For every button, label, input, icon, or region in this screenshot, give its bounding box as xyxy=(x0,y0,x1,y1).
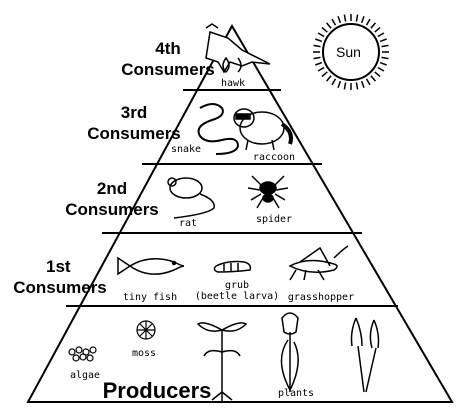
level-ordinal: 3rd xyxy=(120,103,148,122)
grub-label-line2: (beetle larva) xyxy=(194,291,280,302)
sun-ray xyxy=(365,18,371,26)
algae-label: algae xyxy=(69,370,101,381)
raccoon-label: raccoon xyxy=(252,152,296,163)
sun-ray xyxy=(315,61,323,66)
hawk-label: hawk xyxy=(220,78,246,89)
sun-ray xyxy=(379,61,387,66)
plants-label: plants xyxy=(277,388,315,399)
third-consumers-label: 3rd Consumers xyxy=(84,102,184,144)
level-ordinal: 2nd xyxy=(96,179,128,198)
snake-label: snake xyxy=(170,144,202,155)
grasshopper-label: grasshopper xyxy=(287,292,355,303)
sun-ray xyxy=(355,82,359,90)
raccoon-icon xyxy=(233,108,293,151)
sun-ray xyxy=(313,44,321,48)
sun-ray xyxy=(343,82,347,90)
level-ordinal: 4th xyxy=(155,39,181,58)
tiny-fish-icon xyxy=(117,256,185,276)
wheat-icon xyxy=(350,317,380,393)
level-name: Consumers xyxy=(121,60,215,79)
sun-ray xyxy=(331,78,337,86)
sun-ray xyxy=(374,26,381,33)
sun-ray xyxy=(377,32,385,38)
grasshopper-icon xyxy=(288,245,349,281)
moss-label: moss xyxy=(131,348,157,359)
sun-ray xyxy=(381,44,389,48)
sun-ray xyxy=(325,22,332,29)
sun-ray xyxy=(321,26,328,33)
sun-ray xyxy=(360,16,365,24)
grub-label: grub (beetle larva) xyxy=(192,280,282,302)
sun-ray xyxy=(374,71,381,78)
sun-ray xyxy=(337,16,342,24)
sun-ray xyxy=(325,75,332,82)
first-consumers-label: 1st Consumers xyxy=(10,256,110,298)
hawk-icon xyxy=(205,23,271,74)
sun-ray xyxy=(321,71,328,78)
level-ordinal: 1st xyxy=(46,257,71,276)
sun-ray xyxy=(379,38,387,43)
sun-ray xyxy=(370,22,377,29)
algae-icon xyxy=(68,346,97,362)
plant-icon xyxy=(196,322,248,402)
second-consumers-label: 2nd Consumers xyxy=(62,178,162,220)
level-name: Consumers xyxy=(13,278,107,297)
level-name: Consumers xyxy=(65,200,159,219)
tiny-fish-label: tiny fish xyxy=(122,292,178,303)
sun-ray xyxy=(377,66,385,72)
tulip-icon xyxy=(280,312,299,392)
snake-icon xyxy=(197,103,240,155)
fourth-consumers-label: 4th Consumers xyxy=(118,38,218,80)
sun-ray xyxy=(381,56,389,60)
sun-ray xyxy=(343,14,347,22)
sun-ray xyxy=(317,32,325,38)
sun-ray xyxy=(370,75,377,82)
sun-ray xyxy=(313,56,321,60)
sun-ray xyxy=(331,18,337,26)
rat-icon xyxy=(167,177,215,219)
sun-ray xyxy=(337,80,342,88)
sun-ray xyxy=(315,38,323,43)
level-name: Consumers xyxy=(87,124,181,143)
sun-label: Sun xyxy=(336,44,361,60)
sun-icon xyxy=(313,14,389,90)
grub-icon xyxy=(213,260,252,273)
rat-label: rat xyxy=(178,218,198,229)
producers-label: Producers xyxy=(102,378,212,403)
sun-ray xyxy=(355,14,359,22)
sun-ray xyxy=(317,66,325,72)
pyramid-outline xyxy=(26,23,454,403)
sun-ray xyxy=(365,78,371,86)
grub-label-line1: grub xyxy=(224,280,250,291)
moss-icon xyxy=(136,320,156,340)
spider-icon xyxy=(247,175,289,209)
spider-label: spider xyxy=(255,214,293,225)
sun-ray xyxy=(360,80,365,88)
